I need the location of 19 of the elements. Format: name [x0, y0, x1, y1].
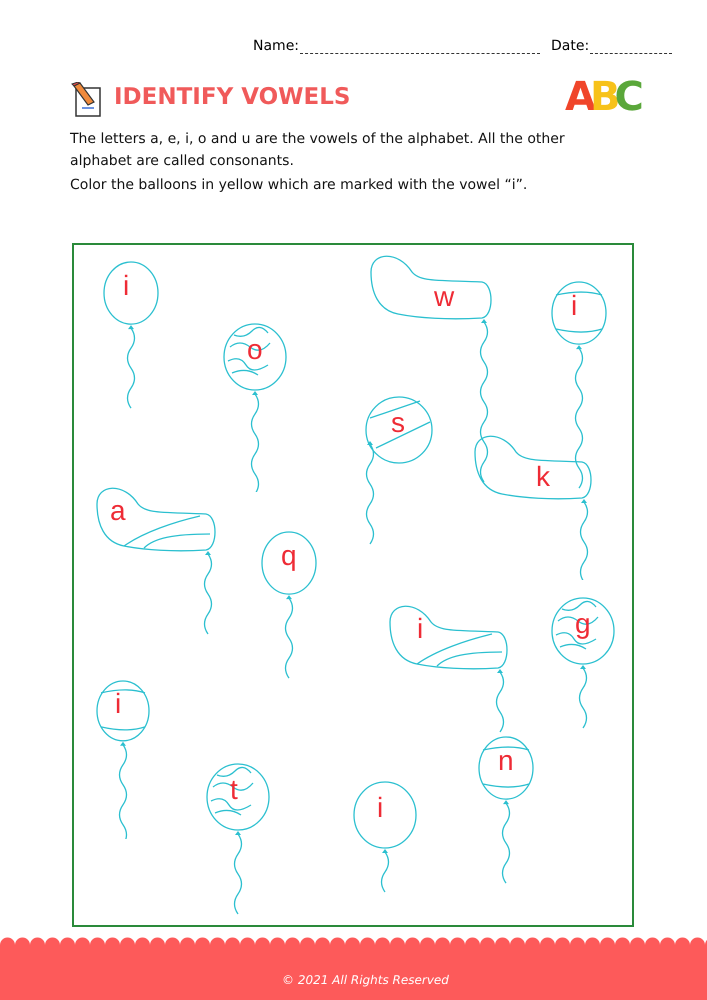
worksheet-title: IDENTIFY VOWELS — [114, 84, 350, 110]
instruction-text: Color the balloons in yellow which are marked with the vowel “i”. — [70, 176, 528, 195]
date-label: Date: — [551, 38, 590, 54]
balloon-letter: i — [123, 272, 130, 300]
balloon-letter: s — [391, 409, 405, 437]
balloon-letter: w — [434, 283, 454, 311]
abc-letters: ABC — [565, 74, 645, 120]
balloon-letter: i — [377, 794, 384, 822]
name-label: Name: — [253, 38, 300, 54]
balloon-letter: k — [536, 463, 550, 491]
balloon-letter: a — [110, 497, 126, 525]
instruction-text: The letters a, e, i, o and u are the vowels of the alphabet. All the other alphabet are called consonants. — [70, 130, 566, 171]
copyright-text: © 2021 All Rights Reserved — [282, 973, 449, 987]
drawing-frame — [72, 243, 634, 927]
balloon-letter: q — [281, 542, 297, 570]
balloon-letter: i — [417, 615, 424, 643]
balloon-letter: i — [571, 292, 578, 320]
balloon-letter: i — [115, 690, 122, 718]
balloon-letter: n — [498, 747, 514, 776]
